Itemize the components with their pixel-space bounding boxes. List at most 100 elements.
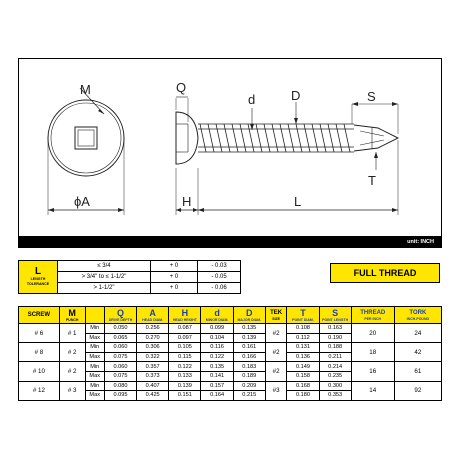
spec-value: 0.065 xyxy=(103,332,138,344)
spec-value: 0.050 xyxy=(103,323,138,334)
spec-value: 0.075 xyxy=(103,370,138,382)
spec-value: 0.166 xyxy=(232,351,266,363)
spec-value: 0.168 xyxy=(286,380,320,392)
spec-value: 0.188 xyxy=(318,342,352,353)
unit-bar: unit: INCH xyxy=(18,236,442,248)
spec-header-label: THREAD xyxy=(360,309,386,316)
label-q: Q xyxy=(176,80,186,95)
spec-value: 0.190 xyxy=(318,332,352,344)
spec-value: 0.300 xyxy=(318,380,352,392)
spec-tork: 92 xyxy=(393,380,443,401)
screw-drawing xyxy=(18,58,442,248)
tolerance-plus: + 0 xyxy=(150,260,198,272)
spec-value: 0.211 xyxy=(318,351,352,363)
spec-value: 0.099 xyxy=(200,323,234,334)
tolerance-range: ≤ 3/4 xyxy=(57,260,151,272)
spec-header-sub: HEAD DIAM. xyxy=(142,317,164,322)
spec-value: 0.116 xyxy=(200,342,234,353)
spec-thread: 20 xyxy=(350,322,395,344)
spec-value: 0.163 xyxy=(318,323,352,334)
spec-header-label: S xyxy=(332,307,339,318)
label-l: L xyxy=(294,194,301,209)
spec-header-label: SCREW xyxy=(27,311,51,318)
spec-value: 0.180 xyxy=(286,390,320,401)
spec-value: 0.164 xyxy=(200,390,234,401)
label-h: H xyxy=(182,194,191,209)
spec-value: 0.112 xyxy=(286,332,320,344)
spec-header-sub: POINT LENGTH xyxy=(322,317,349,322)
spec-thread: 18 xyxy=(350,342,395,363)
spec-value: 0.270 xyxy=(136,332,170,344)
screw-drawing-svg: M Q d D S T ϕA H L xyxy=(47,80,400,215)
spec-minmax: Min xyxy=(84,342,105,353)
spec-value: 0.104 xyxy=(200,332,234,344)
spec-minmax: Min xyxy=(84,323,105,334)
spec-screw: # 12 xyxy=(18,380,60,401)
spec-header-sub: POINT DIAM. xyxy=(292,317,314,322)
spec-value: 0.357 xyxy=(136,361,170,372)
spec-value: 0.306 xyxy=(136,342,170,353)
spec-value: 0.214 xyxy=(318,361,352,372)
label-m: M xyxy=(80,82,91,97)
spec-header-label: Q xyxy=(116,307,124,318)
spec-value: 0.158 xyxy=(286,370,320,382)
spec-value: 0.161 xyxy=(232,342,266,353)
tolerance-minus: - 0.03 xyxy=(197,260,241,272)
spec-value: 0.060 xyxy=(103,361,138,372)
tolerance-letter: L xyxy=(34,266,42,277)
spec-tek: #3 xyxy=(264,380,288,401)
label-d-minor: d xyxy=(248,92,255,107)
spec-value: 0.135 xyxy=(200,361,234,372)
spec-header-label: T xyxy=(300,307,306,318)
tolerance-minus: - 0.05 xyxy=(197,271,241,283)
spec-header-label: M xyxy=(68,307,76,318)
spec-value: 0.183 xyxy=(232,361,266,372)
spec-thread: 16 xyxy=(350,361,395,382)
spec-value: 0.209 xyxy=(232,380,266,392)
spec-value: 0.141 xyxy=(200,370,234,382)
spec-minmax: Max xyxy=(84,370,105,382)
spec-value: 0.235 xyxy=(318,370,352,382)
spec-value: 0.131 xyxy=(286,342,320,353)
spec-header-sub: MAJOR DIAM. xyxy=(237,317,262,322)
spec-value: 0.353 xyxy=(318,390,352,401)
tolerance-row: > 1-1/2"+ 0- 0.06 xyxy=(19,282,241,294)
spec-minmax: Min xyxy=(84,380,105,392)
tolerance-range: > 3/4" to ≤ 1-1/2" xyxy=(57,271,151,283)
spec-value: 0.080 xyxy=(103,380,138,392)
head-top-view xyxy=(47,99,125,177)
spec-value: 0.373 xyxy=(136,370,170,382)
spec-tork: 24 xyxy=(393,322,443,344)
spec-tek: #2 xyxy=(264,342,288,363)
spec-value: 0.108 xyxy=(286,323,320,334)
spec-header-sub: PUNCH xyxy=(65,317,79,322)
spec-header-sub: INCH-POUND xyxy=(406,316,430,321)
thread-lines xyxy=(199,123,351,153)
full-thread-badge: FULL THREAD xyxy=(330,263,440,283)
spec-punch: # 2 xyxy=(58,361,86,382)
tolerance-plus: + 0 xyxy=(150,282,198,294)
spec-value: 0.097 xyxy=(168,332,202,344)
spec-screw: # 6 xyxy=(18,322,60,344)
spec-value: 0.151 xyxy=(168,390,202,401)
spec-screw: # 8 xyxy=(18,342,60,363)
label-s: S xyxy=(367,89,376,104)
spec-minmax: Max xyxy=(84,351,105,363)
spec-value: 0.215 xyxy=(232,390,266,401)
